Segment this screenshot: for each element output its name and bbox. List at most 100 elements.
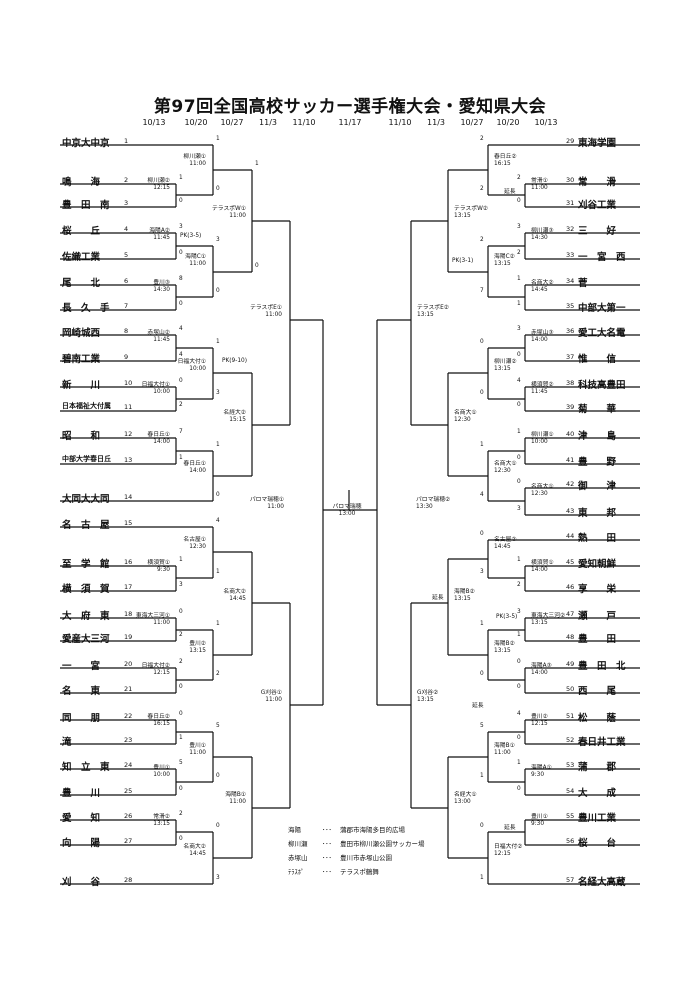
team-name: 愛 知 bbox=[62, 813, 101, 824]
venue-time-label: 東海大三河① 11:00 bbox=[135, 613, 170, 626]
score-digit: 0 bbox=[517, 455, 521, 461]
team-name: 大同大大同 bbox=[62, 494, 110, 505]
seed-number: 54 bbox=[566, 787, 575, 795]
seed-number: 41 bbox=[566, 456, 575, 464]
venue-time-label: 海陽B② 13:15 bbox=[494, 641, 515, 654]
match-note: 延長 bbox=[504, 189, 516, 195]
score-digit: 3 bbox=[517, 224, 521, 230]
match-note: PK(9-10) bbox=[222, 358, 247, 364]
venue-time-label: 柳川瀬② 12:15 bbox=[147, 178, 170, 191]
venue-time-label: 名商大① 12:30 bbox=[531, 484, 554, 497]
team-name: 中京大中京 bbox=[62, 138, 110, 149]
score-digit: 1 bbox=[179, 735, 183, 741]
venue-time-label: 豊川① 11:00 bbox=[189, 743, 206, 756]
venue-time-label: パロマ瑞穂① 11:00 bbox=[249, 497, 284, 510]
seed-number: 11 bbox=[124, 403, 133, 411]
legend-venue-abbr: 赤塚山 bbox=[288, 854, 308, 862]
seed-number: 28 bbox=[124, 876, 133, 884]
seed-number: 9 bbox=[124, 353, 129, 361]
team-name: 横 須 賀 bbox=[62, 584, 110, 595]
score-digit: 0 bbox=[179, 609, 183, 615]
venue-time-label: 柳川瀬① 11:00 bbox=[183, 154, 206, 167]
score-digit: 0 bbox=[480, 823, 484, 829]
seed-number: 15 bbox=[124, 519, 133, 527]
venue-time-label: 春日丘② 16:15 bbox=[494, 154, 517, 167]
score-digit: 2 bbox=[480, 136, 484, 142]
venue-time-label: 柳川瀬② 13:15 bbox=[494, 359, 517, 372]
venue-time-label: テラスポW② 13:15 bbox=[454, 206, 489, 219]
date-header: 10/13 bbox=[142, 118, 166, 127]
legend-venue-name: テラスポ鶴舞 bbox=[340, 868, 379, 876]
score-digit: 1 bbox=[216, 442, 220, 448]
venue-time-label: 柳川瀬① 10:00 bbox=[531, 432, 554, 445]
score-digit: 5 bbox=[216, 723, 220, 729]
score-digit: 0 bbox=[517, 659, 521, 665]
score-digit: 0 bbox=[517, 352, 521, 358]
score-digit: 3 bbox=[179, 582, 183, 588]
score-digit: 0 bbox=[480, 339, 484, 345]
team-name: 佐織工業 bbox=[62, 252, 101, 263]
venue-time-label: 海陽A① 9:30 bbox=[531, 765, 552, 778]
score-digit: 0 bbox=[255, 263, 259, 269]
seed-number: 19 bbox=[124, 633, 133, 641]
seed-number: 18 bbox=[124, 610, 133, 618]
score-digit: 3 bbox=[216, 390, 220, 396]
score-digit: 1 bbox=[517, 429, 521, 435]
venue-time-label: 海陽A② 11:45 bbox=[149, 228, 170, 241]
venue-time-label: テラスポE① 11:00 bbox=[250, 305, 282, 318]
seed-number: 4 bbox=[124, 225, 129, 233]
venue-time-label: 名古屋① 12:30 bbox=[183, 537, 206, 550]
score-digit: 2 bbox=[179, 811, 183, 817]
team-name: 中部大第一 bbox=[578, 303, 626, 314]
seed-number: 49 bbox=[566, 660, 575, 668]
score-digit: 1 bbox=[216, 621, 220, 627]
team-name: 豊 田 bbox=[578, 634, 617, 645]
date-header: 11/10 bbox=[388, 118, 412, 127]
venue-time-label: 名商大② 14:45 bbox=[183, 844, 206, 857]
team-name: 知 立 東 bbox=[62, 762, 110, 773]
legend-separator: ･･･ bbox=[322, 826, 332, 834]
team-name: 松 蔭 bbox=[578, 713, 617, 724]
score-digit: 0 bbox=[179, 198, 183, 204]
venue-time-label: 豊川③ 14:30 bbox=[153, 280, 170, 293]
seed-number: 23 bbox=[124, 736, 133, 744]
score-digit: 1 bbox=[179, 455, 183, 461]
seed-number: 16 bbox=[124, 558, 133, 566]
score-digit: 3 bbox=[179, 224, 183, 230]
score-digit: 3 bbox=[517, 609, 521, 615]
score-digit: 1 bbox=[216, 136, 220, 142]
seed-number: 12 bbox=[124, 430, 133, 438]
team-name: 中部大学春日丘 bbox=[62, 455, 111, 463]
seed-number: 2 bbox=[124, 176, 129, 184]
score-digit: 1 bbox=[216, 569, 220, 575]
team-name: 愛産大三河 bbox=[62, 634, 110, 645]
legend-venue-name: 豊川市赤塚山公園 bbox=[340, 854, 392, 862]
venue-time-label: 横須賀① 14:00 bbox=[531, 560, 554, 573]
seed-number: 13 bbox=[124, 456, 133, 464]
seed-number: 47 bbox=[566, 610, 575, 618]
seed-number: 25 bbox=[124, 787, 133, 795]
venue-time-label: 名商大② 14:45 bbox=[531, 280, 554, 293]
seed-number: 20 bbox=[124, 660, 133, 668]
venue-time-label: 春日丘① 14:00 bbox=[147, 432, 170, 445]
match-note: 延長 bbox=[504, 825, 516, 831]
score-digit: 4 bbox=[517, 711, 521, 717]
venue-time-label: 海陽B① 11:00 bbox=[225, 792, 246, 805]
seed-number: 29 bbox=[566, 137, 575, 145]
score-digit: 0 bbox=[179, 711, 183, 717]
score-digit: 1 bbox=[480, 442, 484, 448]
match-note: 延長 bbox=[432, 595, 444, 601]
venue-time-label: 名経大① 13:00 bbox=[454, 792, 477, 805]
seed-number: 1 bbox=[124, 137, 129, 145]
venue-time-label: テラスポW① 11:00 bbox=[211, 206, 246, 219]
score-digit: 3 bbox=[216, 237, 220, 243]
seed-number: 17 bbox=[124, 583, 133, 591]
team-name: 東 邦 bbox=[578, 508, 617, 519]
venue-time-label: 名古屋② 14:45 bbox=[494, 537, 517, 550]
score-digit: 2 bbox=[517, 582, 521, 588]
score-digit: 1 bbox=[480, 875, 484, 881]
score-digit: 1 bbox=[517, 632, 521, 638]
match-note: PK(3-5) bbox=[496, 614, 518, 620]
team-name: 向 陽 bbox=[62, 838, 101, 849]
date-header: 11/10 bbox=[292, 118, 316, 127]
